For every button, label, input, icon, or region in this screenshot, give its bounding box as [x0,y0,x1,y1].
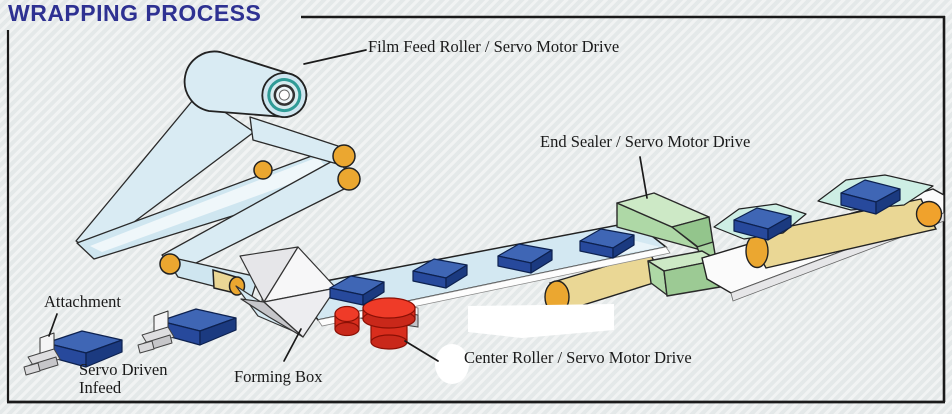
center-roller-small [334,305,360,337]
feed-rollers [159,144,361,296]
page-title: WRAPPING PROCESS [8,0,262,26]
feed-roller-under-roll [253,160,273,180]
product-box-4 [579,228,635,259]
discharge-roller [745,198,943,269]
feed-roller-pair-top [332,144,356,168]
feed-roller-pair-bottom [337,167,361,191]
product-box-2 [412,258,468,289]
label-servo-driven-infeed-line1: Servo Driven [79,360,168,379]
leader-lines [48,49,648,362]
leader-film-feed-roller [303,49,367,65]
film-roll [183,50,308,118]
leader-forming-box [283,328,302,362]
label-servo-driven-infeed: Servo Driven Infeed [79,361,167,397]
feed-roller-lower [159,253,181,275]
label-film-feed-roller: Film Feed Roller / Servo Motor Drive [368,37,620,56]
discharge-belt [701,188,945,302]
forming-box [235,246,337,338]
label-attachment: Attachment [44,292,121,311]
whiteout-artifacts [435,304,614,384]
wrapped-package-2 [817,174,934,215]
leader-center-roller [404,340,439,362]
product-box-3 [497,243,553,274]
label-servo-driven-infeed-line2: Infeed [79,377,122,397]
pusher-lug-1 [23,348,61,376]
pusher-lug-2 [137,326,175,354]
product-box-1 [329,275,385,306]
label-forming-box: Forming Box [234,367,323,386]
frame-border [6,15,946,404]
label-center-roller: Center Roller / Servo Motor Drive [464,348,692,367]
label-end-sealer: End Sealer / Servo Motor Drive [540,132,751,151]
infeed [23,308,237,376]
wrapped-package-1 [713,203,807,241]
leader-end-sealer [639,156,648,199]
leader-attachment [48,313,58,337]
end-sealer-top-jaw [616,192,714,251]
product-boxes [329,228,635,306]
